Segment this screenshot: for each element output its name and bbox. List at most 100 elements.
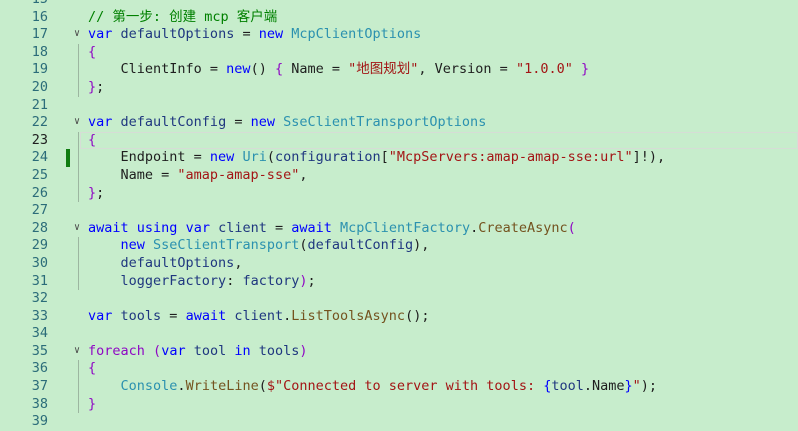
code-line[interactable]: 26};: [0, 184, 798, 203]
line-number: 25: [31, 166, 48, 183]
code-line[interactable]: 34: [0, 325, 798, 343]
code-token: await: [88, 219, 129, 236]
code-token: [186, 343, 194, 359]
code-token: new: [209, 149, 235, 166]
fold-guide: [78, 272, 79, 291]
fold-chevron-icon[interactable]: ∨: [73, 116, 81, 128]
code-token: // 第一步: 创建 mcp 客户端: [88, 8, 278, 25]
code-token: .: [177, 378, 186, 395]
line-number: 21: [31, 96, 48, 113]
line-number: 36: [31, 360, 48, 377]
code-token: "1.0.0": [515, 61, 573, 78]
code-token: =: [226, 114, 251, 131]
code-token: Endpoint =: [88, 149, 210, 166]
code-token: var: [185, 219, 210, 236]
code-line[interactable]: 30 defaultOptions,: [0, 254, 798, 273]
code-line[interactable]: 29 new SseClientTransport(defaultConfig)…: [0, 237, 798, 255]
code-line[interactable]: 24 Endpoint = new Uri(configuration["Mcp…: [0, 149, 798, 167]
code-line[interactable]: 27: [0, 202, 798, 220]
code-token: ;: [96, 78, 105, 95]
code-token: [251, 343, 259, 359]
code-token: Name =: [88, 166, 178, 183]
code-token: [332, 220, 340, 236]
line-number: 15: [0, 0, 48, 9]
code-line[interactable]: 39: [0, 413, 798, 431]
code-text: };: [88, 185, 104, 203]
code-line[interactable]: 20};: [0, 78, 798, 97]
fold-chevron-icon[interactable]: ∨: [73, 221, 81, 233]
code-token: , Version =: [418, 61, 516, 78]
fold-guide: [78, 254, 79, 273]
code-line[interactable]: 38}: [0, 395, 798, 414]
line-number: 39: [31, 413, 48, 430]
code-token: }: [88, 395, 97, 412]
code-line[interactable]: 19 ClientInfo = new() { Name = "地图规划", V…: [0, 61, 798, 79]
code-token: var: [88, 307, 113, 324]
code-line[interactable]: 35∨foreach (var tool in tools): [0, 343, 798, 361]
code-line[interactable]: 18{: [0, 43, 798, 62]
code-text: {: [88, 132, 96, 150]
fold-chevron-icon[interactable]: ∨: [73, 28, 81, 40]
code-token: var: [88, 26, 113, 43]
code-line[interactable]: 36 {: [0, 360, 798, 379]
line-number: 34: [31, 325, 48, 342]
line-number: 22: [31, 114, 48, 131]
code-token: =: [234, 26, 259, 43]
code-token: ;: [307, 272, 316, 289]
code-token: =: [266, 219, 292, 236]
code-line[interactable]: 37 Console.WriteLine($"Connected to serv…: [0, 378, 798, 396]
code-token: }: [88, 78, 97, 95]
code-token: client: [218, 219, 267, 236]
line-number: 23: [31, 131, 48, 148]
code-token: ,: [299, 166, 308, 183]
code-text: Endpoint = new Uri(configuration["McpSer…: [88, 149, 666, 167]
fold-guide: [78, 78, 79, 97]
fold-guide: [78, 131, 79, 150]
code-token: configuration: [274, 149, 381, 166]
code-line[interactable]: 21: [0, 97, 798, 115]
code-text: Name = "amap-amap-sse",: [88, 166, 308, 185]
code-token: "McpServers:amap-amap-sse:url": [388, 149, 633, 166]
code-token: Name =: [283, 61, 349, 78]
code-text: Console.WriteLine($"Connected to server …: [88, 378, 658, 396]
code-line[interactable]: 31 loggerFactory: factory);: [0, 272, 798, 291]
code-text: var tools = await client.ListToolsAsync(…: [88, 308, 429, 326]
code-token: Uri: [242, 149, 267, 166]
code-text: await using var client = await McpClient…: [88, 220, 576, 238]
code-text: ClientInfo = new() { Name = "地图规划", Vers…: [88, 61, 590, 79]
line-number: 18: [31, 43, 48, 60]
line-number: 27: [31, 202, 48, 219]
code-token: [275, 114, 283, 130]
code-token: );: [640, 378, 658, 395]
code-line[interactable]: 32: [0, 290, 798, 308]
line-number: 28: [31, 219, 48, 236]
code-token: [177, 220, 185, 236]
code-token: CreateAsync: [478, 219, 568, 236]
fold-chevron-icon[interactable]: ∨: [73, 344, 81, 356]
fold-guide: [78, 378, 79, 396]
line-number: 38: [31, 395, 48, 412]
code-line[interactable]: 28 ∨ await using var client = await McpCli…: [0, 220, 798, 238]
fold-guide: [78, 61, 79, 79]
code-line[interactable]: 23 {: [0, 131, 798, 150]
code-line[interactable]: 15: [0, 0, 798, 9]
code-text: var defaultOptions = new McpClientOption…: [88, 26, 421, 44]
code-token: var: [88, 114, 113, 131]
line-number: 20: [31, 78, 48, 95]
code-line[interactable]: 16 // 第一步: 创建 mcp 客户端: [0, 9, 798, 27]
change-marker: [66, 149, 70, 167]
code-token: McpClientFactory: [340, 219, 471, 236]
code-line[interactable]: 22∨var defaultConfig = new SseClientTran…: [0, 114, 798, 132]
line-number: 29: [31, 237, 48, 254]
code-token: $"Connected to server with tools:: [266, 378, 544, 395]
code-token: [112, 308, 120, 324]
line-number: 16: [31, 8, 48, 25]
code-text: {: [88, 360, 96, 378]
line-number: 26: [31, 184, 48, 201]
code-line[interactable]: 17∨var defaultOptions = new McpClientOpt…: [0, 26, 798, 44]
code-line[interactable]: 25 Name = "amap-amap-sse",: [0, 166, 798, 185]
code-token: .Name: [583, 378, 625, 395]
code-token: Console: [120, 378, 178, 395]
